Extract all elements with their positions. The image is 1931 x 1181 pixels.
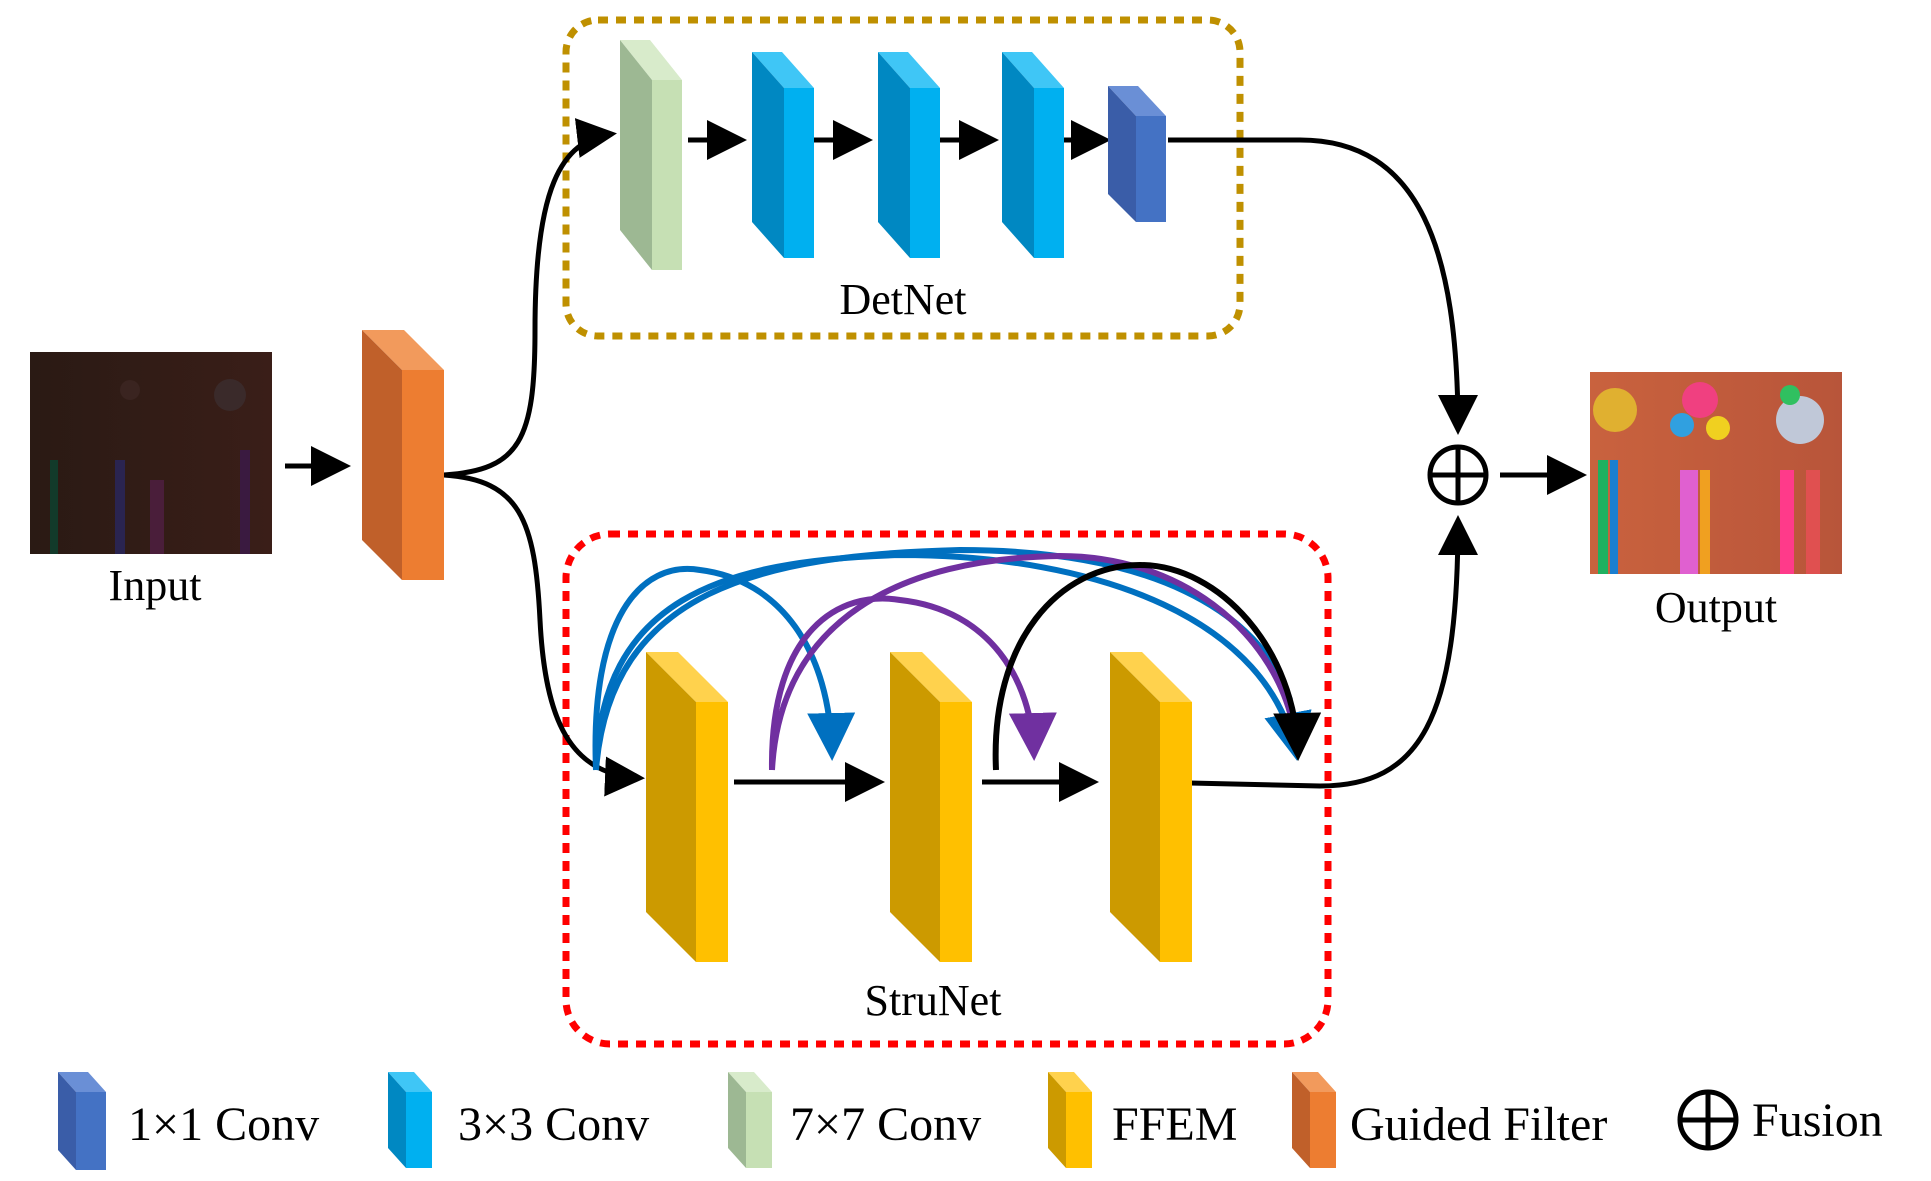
skip-blue-1 — [592, 565, 856, 771]
filter-to-detnet-arrow — [443, 118, 617, 478]
filter-to-strunet-arrow — [443, 472, 645, 797]
legend-conv7x7-label: 7×7 Conv — [790, 1098, 981, 1151]
detnet-conv3x3-block-3 — [1002, 52, 1064, 258]
strunet-ffem-block-2 — [890, 652, 972, 962]
strunet-to-fusion-arrow — [1189, 515, 1478, 789]
output-image — [1590, 372, 1842, 574]
strunet-label: StruNet — [865, 976, 1002, 1025]
legend: 1×1 Conv 3×3 Conv 7×7 Conv FFEM Guided F… — [58, 1072, 1883, 1170]
output-label: Output — [1655, 583, 1777, 632]
strunet-ffem-block-1 — [646, 652, 728, 962]
detnet-box — [562, 16, 1244, 340]
legend-fusion-icon — [1677, 1089, 1739, 1151]
input-label: Input — [109, 561, 202, 610]
legend-guided-swatch — [1292, 1072, 1336, 1168]
detnet-conv1x1-block — [1108, 86, 1166, 222]
skip-purple-1 — [768, 595, 1057, 771]
legend-ffem-label: FFEM — [1112, 1098, 1237, 1151]
detnet-conv7x7-block — [620, 40, 682, 270]
detnet-to-fusion-arrow — [1168, 137, 1478, 435]
guided-filter-block — [362, 330, 444, 580]
legend-conv7x7-swatch — [728, 1072, 772, 1168]
fusion-node — [1427, 444, 1489, 506]
detnet-label: DetNet — [839, 275, 966, 324]
detnet-conv3x3-block-2 — [878, 52, 940, 258]
strunet-box — [562, 530, 1332, 1048]
legend-conv3x3-label: 3×3 Conv — [458, 1098, 649, 1151]
legend-conv3x3-swatch — [388, 1072, 432, 1168]
skip-purple-2 — [769, 552, 1295, 771]
legend-fusion-label: Fusion — [1752, 1094, 1883, 1147]
strunet-ffem-block-3 — [1110, 652, 1192, 962]
skip-black-1 — [992, 561, 1322, 771]
detnet-conv3x3-block-1 — [752, 52, 814, 258]
legend-ffem-swatch — [1048, 1072, 1092, 1168]
legend-conv1x1-swatch — [58, 1072, 106, 1170]
input-image — [30, 352, 272, 554]
legend-conv1x1-label: 1×1 Conv — [128, 1098, 319, 1151]
legend-guided-label: Guided Filter — [1350, 1098, 1607, 1151]
